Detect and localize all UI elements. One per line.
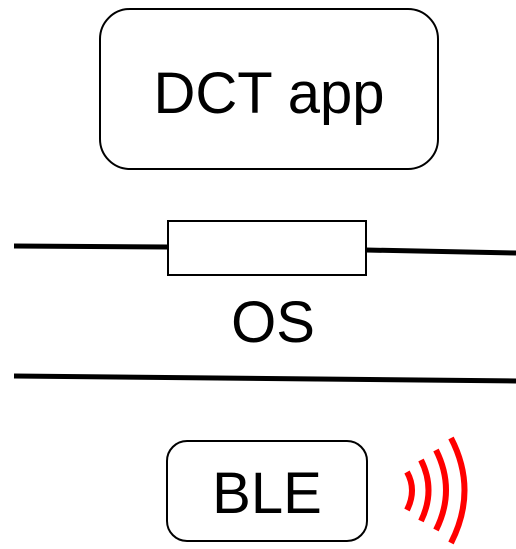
ble-box bbox=[166, 440, 368, 542]
dct-app-block: DCT app bbox=[99, 8, 439, 170]
ble-block: BLE bbox=[166, 440, 368, 542]
signal-arc-2 bbox=[418, 458, 432, 523]
os-top-line-left bbox=[13, 243, 169, 250]
wireless-signal-icon bbox=[404, 436, 468, 545]
signal-arc-3 bbox=[433, 448, 449, 532]
dct-app-label: DCT app bbox=[153, 61, 384, 126]
os-interface-box bbox=[167, 220, 367, 276]
os-top-line-right bbox=[365, 247, 516, 256]
os-bottom-line bbox=[13, 373, 516, 384]
os-label: OS bbox=[231, 290, 315, 355]
os-layer: OS bbox=[13, 220, 516, 384]
signal-arc-4 bbox=[448, 436, 468, 545]
dct-app-box bbox=[99, 8, 439, 170]
signal-arc-1 bbox=[404, 470, 415, 512]
ble-label: BLE bbox=[212, 461, 322, 526]
